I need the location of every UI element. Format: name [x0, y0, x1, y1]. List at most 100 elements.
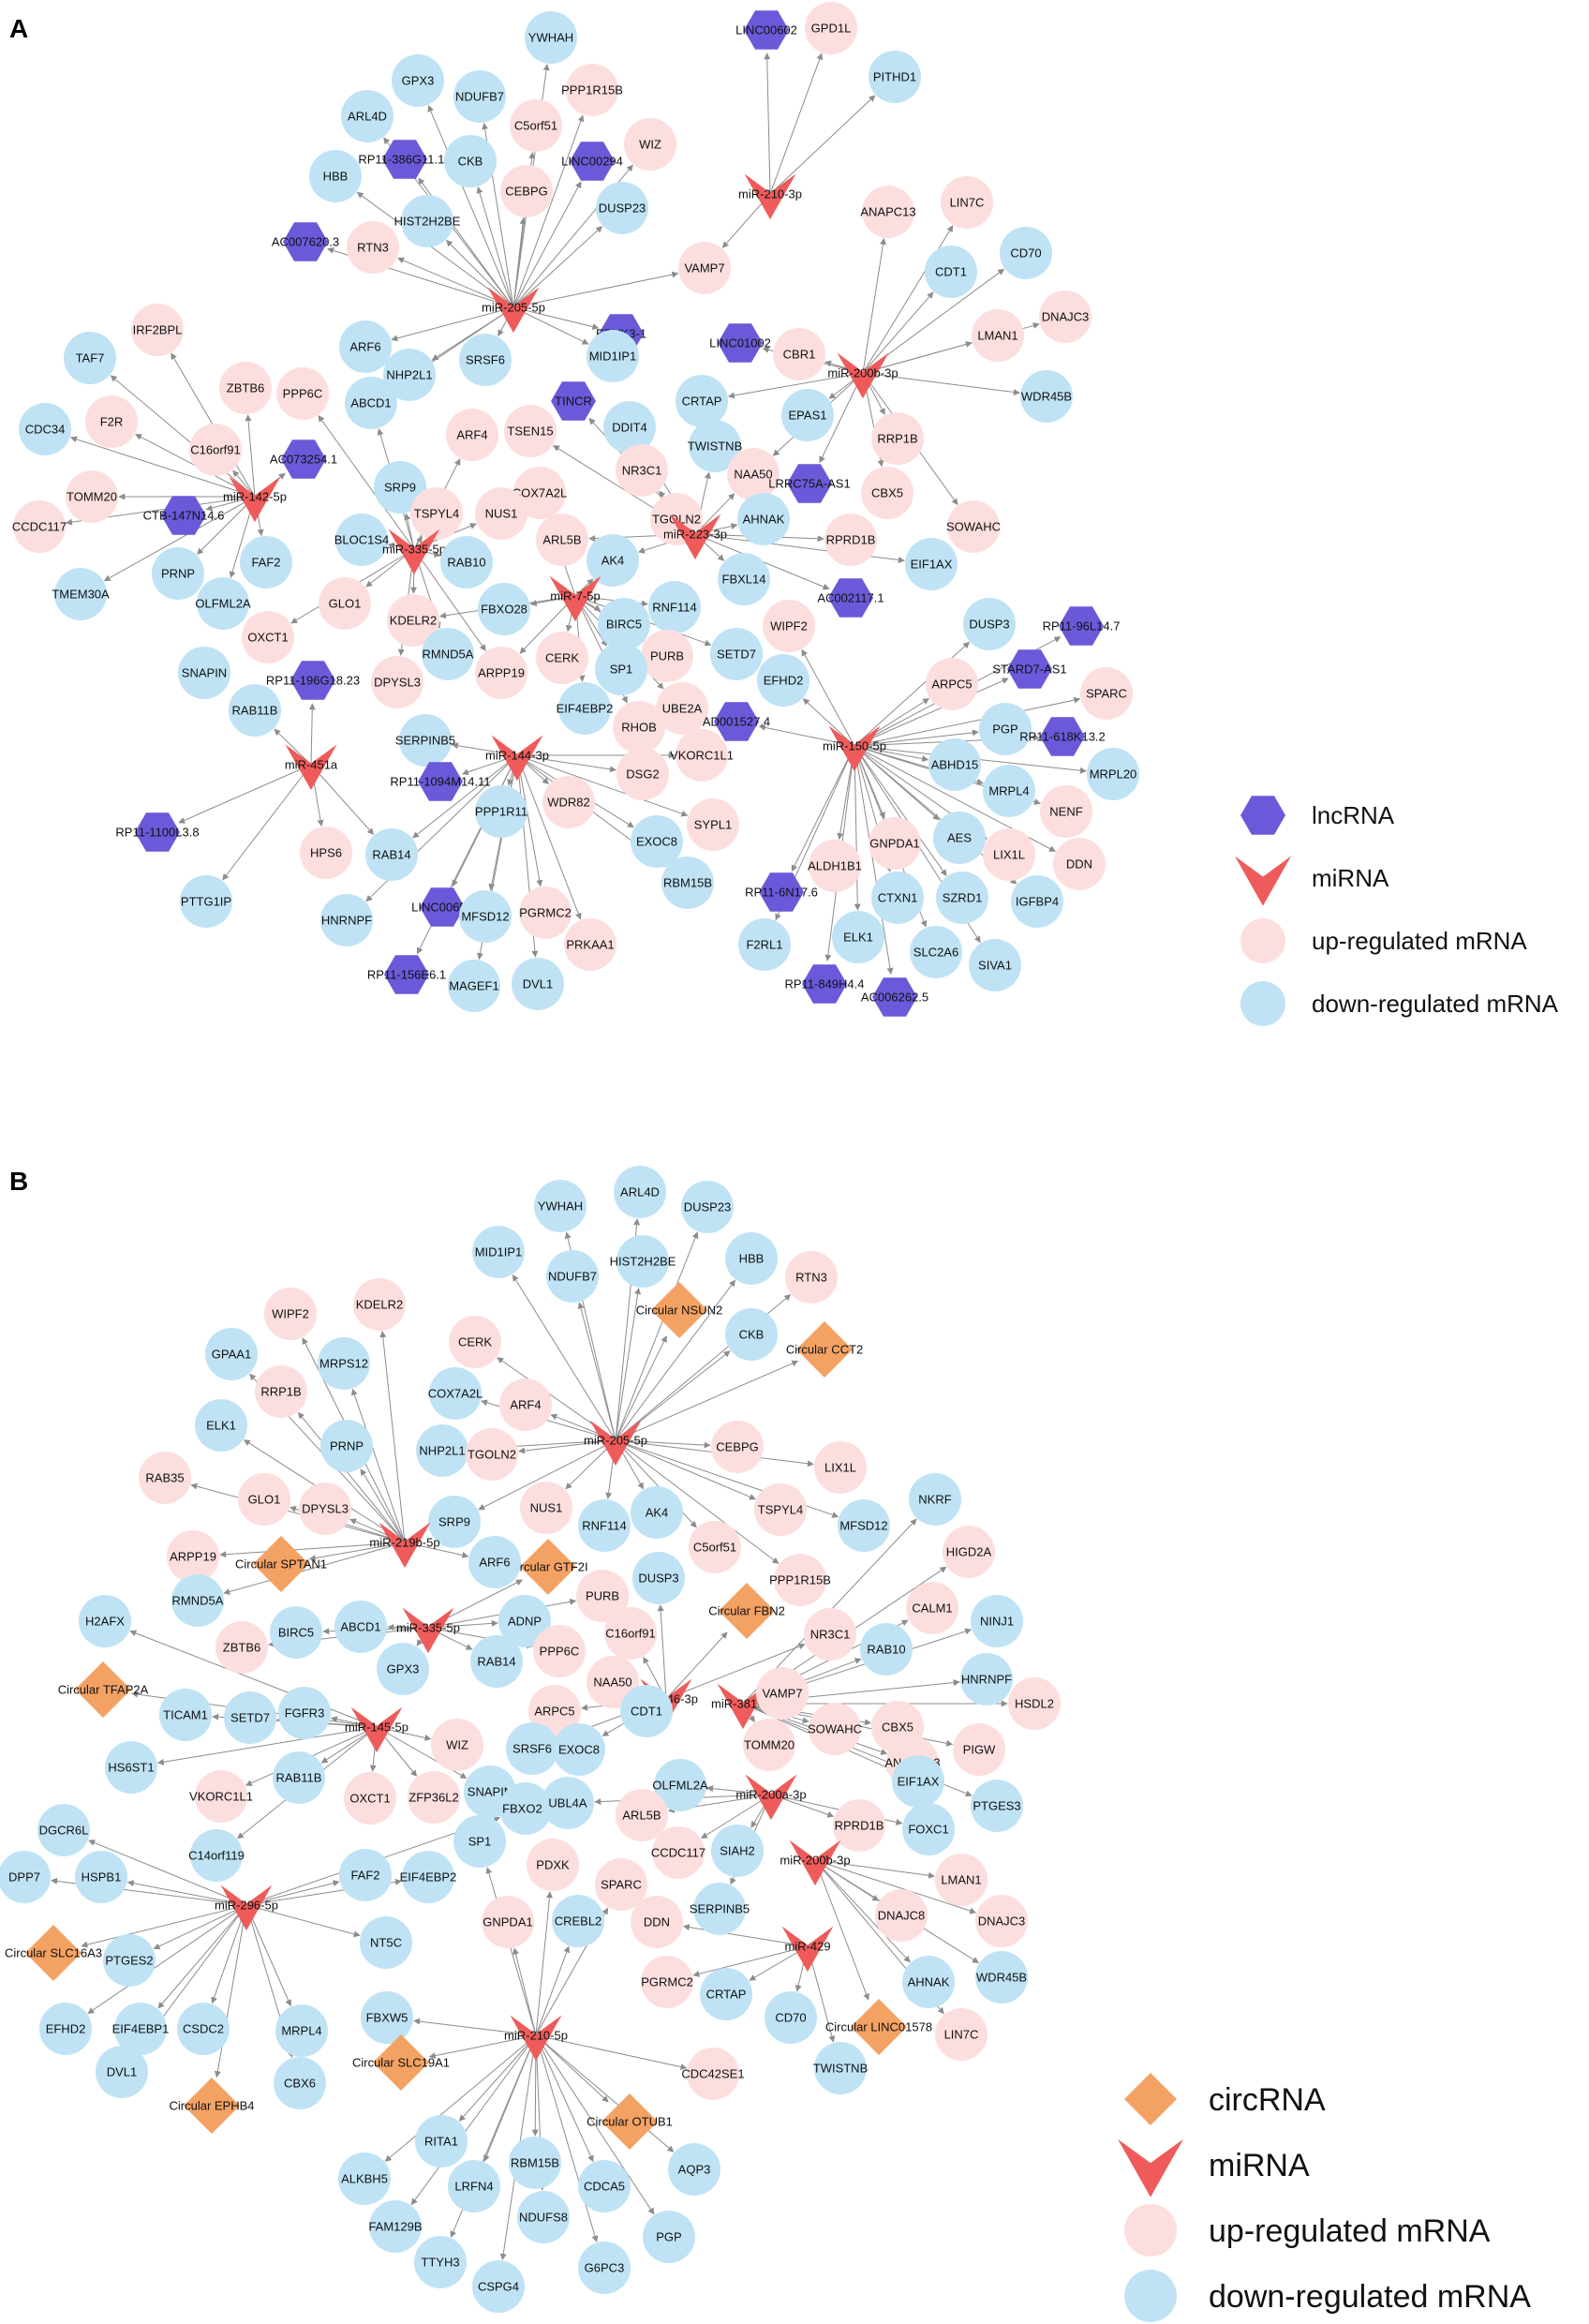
down-node-shape [415, 2115, 468, 2168]
node-tspyl4: TSPYL4 [754, 1483, 807, 1536]
edge-mir-146-3p-to-nr3c1 [665, 1643, 806, 1700]
up-node-shape [869, 817, 921, 870]
edge-mir-210-5p-to-pdxk [535, 1891, 553, 2036]
edge-mir-219b-5p-to-rrp1b [297, 1411, 406, 1543]
miRNA-node-shape [744, 173, 796, 220]
edge-mir-142-5p-to-c16orf91 [232, 469, 256, 498]
up-node-shape [566, 64, 618, 116]
edge-mir-210-5p-to-gnpda1 [512, 1947, 537, 2036]
lncRNA-node-shape [161, 496, 206, 535]
lncRNA-node-shape [802, 964, 847, 1004]
lncRNA-node-shape [551, 381, 596, 421]
down-node-shape [374, 461, 426, 514]
node-mrpl20: MRPL20 [1087, 748, 1139, 800]
down-node-shape [553, 1723, 605, 1776]
node-lman1: LMAN1 [935, 1854, 988, 1906]
node-higd2a: HIGD2A [943, 1526, 995, 1578]
down-node-shape [578, 1499, 631, 1552]
node-f2rl1: F2RL1 [738, 918, 791, 971]
edge-mir-146-3p-to-circular-fbn2 [665, 1631, 728, 1700]
legend-label: down-regulated mRNA [1209, 2279, 1531, 2315]
node-prnp: PRNP [320, 1420, 373, 1472]
circRNA-node-shape [373, 2034, 429, 2091]
down-node-shape [595, 643, 647, 695]
down-node-shape [512, 958, 564, 1010]
edge-mir-205-5p-to-hbb [615, 1279, 736, 1441]
down-node-shape [229, 684, 281, 737]
node-dusp3: DUSP3 [632, 1552, 685, 1604]
node-arl4d: ARL4D [614, 1166, 666, 1218]
down-node-shape [596, 182, 648, 234]
down-node-shape [738, 918, 791, 971]
lncRNA-node-shape [714, 702, 759, 741]
down-node-shape [983, 765, 1035, 817]
up-node-shape [941, 176, 993, 229]
down-node-shape [892, 1755, 944, 1808]
edge-mir-296-5p-to-dgcr6l [88, 1840, 247, 1906]
miRNA-node-shape [745, 1774, 797, 1821]
up-node-shape [510, 99, 562, 152]
up-node-shape [219, 362, 272, 414]
edge-mir-200b-3p-to-anapc13 [862, 237, 886, 374]
down-node-shape [525, 11, 577, 64]
edge-mir-150-5p-to-pgp [854, 729, 979, 747]
node-h2afx: H2AFX [79, 1595, 131, 1647]
edge-mir-200a-3p-to-ccdc117 [701, 1794, 772, 1840]
node-lin7c: LIN7C [935, 2008, 988, 2061]
edge-mir-210-5p-to-pgp [535, 2034, 655, 2215]
edge-mir-150-5p-to-rp11-6n17-6 [791, 745, 855, 872]
circRNA-node-shape [25, 1925, 82, 1981]
up-node-shape [613, 701, 665, 753]
node-ubl4a: UBL4A [542, 1777, 594, 1829]
node-c16orf91: C16orf91 [604, 1607, 657, 1660]
down-node-shape [275, 2004, 328, 2057]
lncRNA-node-shape [872, 977, 917, 1017]
down-node-shape [598, 598, 650, 650]
edge-mir-142-5p-to-tmem30a [103, 496, 256, 582]
node-gpaa1: GPAA1 [205, 1328, 258, 1380]
node-aqp3: AQP3 [668, 2143, 720, 2196]
legend-item-up: up-regulated mRNA [1240, 918, 1527, 963]
node-fbxo28: FBXO28 [478, 583, 530, 635]
up-node-shape [727, 448, 780, 500]
miRNA-node-shape [220, 1885, 273, 1931]
node-dnajc8: DNAJC8 [875, 1889, 928, 1942]
up-node-shape [595, 1858, 647, 1911]
miRNA-node-shape [285, 744, 337, 791]
node-arl5b: ARL5B [536, 514, 588, 566]
up-node-shape [804, 1608, 856, 1661]
edge-mir-205-5p-to-ndufb7 [577, 1302, 616, 1441]
down-node-shape [103, 1934, 156, 1987]
down-node-shape [54, 568, 107, 620]
node-arpp19: ARPP19 [475, 647, 527, 699]
legend-label: up-regulated mRNA [1209, 2213, 1491, 2249]
edge-mir-296-5p-to-circular-slc16a3 [81, 1904, 247, 1948]
node-g6pc3: G6PC3 [578, 2242, 631, 2294]
node-ndufb7: NDUFB7 [453, 70, 506, 123]
node-ptges2: PTGES2 [103, 1934, 156, 1987]
down-node-shape [377, 1643, 429, 1695]
node-rhob: RHOB [613, 701, 665, 753]
node-rrp1b: RRP1B [255, 1365, 307, 1418]
node-dusp3: DUSP3 [963, 598, 1016, 650]
miRNA-node-shape [669, 514, 721, 560]
down-node-shape [1087, 748, 1139, 800]
down-node-shape [814, 2042, 867, 2094]
miRNA-node-shape [487, 287, 540, 334]
node-pigw: PIGW [953, 1723, 1005, 1776]
edge-mir-205-5p-to-hist2h2be [446, 240, 514, 308]
up-node-shape [410, 487, 463, 540]
node-pgrmc2: PGRMC2 [519, 886, 572, 939]
down-node-shape [909, 1473, 961, 1526]
down-node-shape [648, 581, 701, 633]
down-node-shape [905, 538, 958, 590]
down-node-shape [869, 51, 921, 103]
lncRNA-node-shape [290, 661, 335, 700]
down-node-shape [614, 1166, 666, 1218]
node-rtn3: RTN3 [785, 1251, 838, 1304]
lncRNA-node-shape [570, 142, 615, 181]
up-node-shape [871, 412, 924, 465]
down-node-shape [459, 334, 512, 386]
lncRNA-node-shape [384, 955, 429, 994]
edge-mir-205-5p-to-dusp23 [512, 226, 603, 308]
